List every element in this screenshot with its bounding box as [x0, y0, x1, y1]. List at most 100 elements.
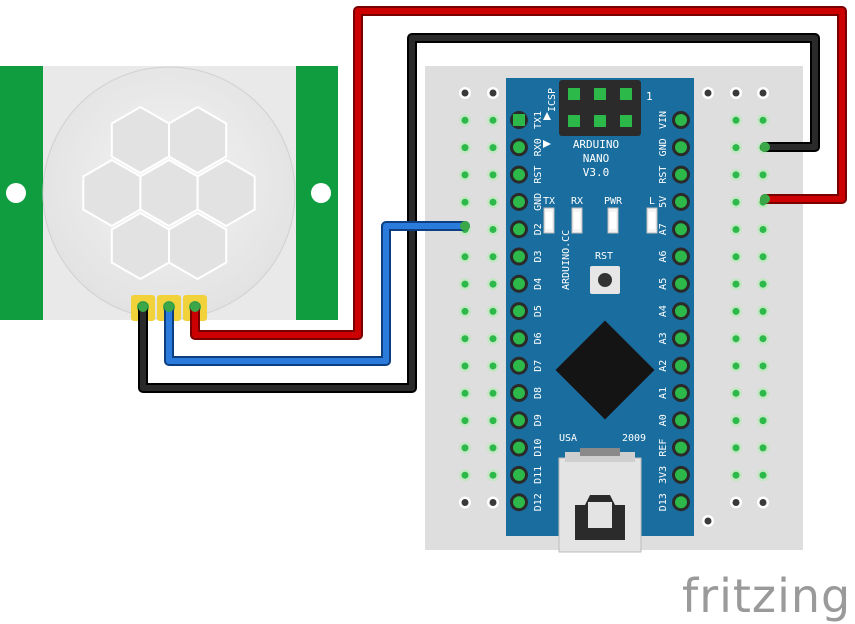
breadboard-hole-center	[489, 389, 497, 397]
breadboard-hole-center	[732, 389, 740, 397]
nano-pin-pad	[513, 496, 525, 509]
breadboard-hole-center	[759, 362, 767, 370]
mount-hole-right	[311, 183, 331, 203]
breadboard-hole-center	[759, 307, 767, 315]
breadboard-hole-center	[732, 226, 740, 233]
icsp-pin	[594, 88, 606, 100]
breadboard-hole-center	[759, 389, 767, 397]
breadboard-hole-center	[461, 444, 469, 452]
wire-vcc-red[interactable]	[192, 8, 845, 338]
led-label-l: L	[649, 196, 655, 207]
breadboard-hole-center	[489, 253, 497, 261]
breadboard-hole-center	[489, 226, 497, 233]
nano-pin-pad	[513, 195, 525, 208]
breadboard-holes	[459, 87, 769, 527]
breadboard-hole-center	[489, 307, 497, 315]
breadboard-hole-center	[461, 253, 469, 261]
breadboard-hole-center	[489, 144, 497, 152]
usb-contacts	[580, 448, 620, 456]
breadboard-hole-center	[461, 499, 469, 506]
led-lens	[574, 212, 580, 229]
breadboard-hole-center	[732, 116, 740, 124]
nano-pin-square	[513, 114, 525, 126]
breadboard-hole-center	[489, 444, 497, 452]
led-label-pwr: PWR	[604, 196, 623, 207]
nano-pin-pad	[675, 441, 687, 454]
pin-label-3v3: 3V3	[658, 466, 669, 484]
breadboard-hole-center	[489, 171, 497, 179]
breadboard-hole-center	[732, 417, 740, 425]
breadboard-hole-center	[461, 389, 469, 397]
breadboard-hole-center	[732, 171, 740, 179]
breadboard-hole-center	[461, 307, 469, 315]
nano-pin-pad	[675, 305, 687, 318]
nano-pin-pad	[675, 359, 687, 372]
breadboard-hole-center	[732, 253, 740, 261]
nano-pin-pad	[513, 168, 525, 181]
pin-label-rst: RST	[658, 166, 669, 184]
pin-label-a3: A3	[658, 332, 669, 344]
fresnel-lens	[82, 105, 256, 281]
pin-label-d3: D3	[533, 250, 544, 262]
nano-pin-pad	[675, 141, 687, 154]
fresnel-hexagon	[168, 211, 228, 281]
breadboard-hole-center	[461, 362, 469, 370]
nano-pin-pad	[675, 414, 687, 427]
nano-pin-pad	[675, 114, 687, 126]
led-lens	[649, 212, 655, 229]
wire-gnd-black[interactable]	[140, 35, 818, 391]
breadboard-hole-center	[461, 144, 469, 152]
breadboard-hole-center	[489, 335, 497, 343]
breadboard-hole-center	[732, 471, 740, 479]
breadboard-hole-center	[732, 144, 740, 152]
breadboard-hole-center	[489, 198, 497, 206]
mount-hole-left	[6, 183, 26, 203]
breadboard-hole-center	[759, 253, 767, 261]
led-lens	[610, 212, 616, 229]
pin-label-d8: D8	[533, 387, 544, 399]
origin-label: USA	[559, 433, 577, 444]
pin-label-d6: D6	[533, 332, 544, 344]
led-label-rx: RX	[571, 196, 583, 207]
pin-label-a0: A0	[658, 414, 669, 426]
nano-pin-pad	[513, 359, 525, 372]
board-version: V3.0	[583, 166, 610, 179]
icsp-pins	[568, 88, 632, 127]
pin-label-a2: A2	[658, 360, 669, 372]
breadboard-hole-center	[759, 171, 767, 179]
board-name-line1: ARDUINO	[573, 138, 619, 151]
year-label: 2009	[622, 433, 646, 444]
nano-pin-pad	[513, 387, 525, 399]
nano-pin-pad	[513, 223, 525, 236]
breadboard-hole-center	[489, 116, 497, 124]
icsp-pin	[620, 115, 632, 127]
pin-label-tx1: TX1	[533, 111, 544, 129]
breadboard-hole-center	[759, 89, 767, 97]
icsp-pin	[568, 88, 580, 100]
breadboard-hole-center	[759, 499, 767, 506]
nano-pin-pad	[675, 168, 687, 181]
pin-label-a7: A7	[658, 223, 669, 235]
rx-arrow-icon	[543, 140, 551, 148]
wire-end-dot	[460, 221, 470, 231]
breadboard-hole-center	[489, 417, 497, 425]
nano-pin-pad	[513, 468, 525, 481]
led-lens	[546, 212, 552, 229]
breadboard-hole-center	[461, 116, 469, 124]
pin-label-d13: D13	[658, 493, 669, 511]
rst-button-label: RST	[595, 251, 613, 262]
wire-signal-blue[interactable]	[166, 223, 468, 364]
nano-pin-pad	[513, 414, 525, 427]
breadboard-hole-center	[489, 280, 497, 288]
pin-label-5v: 5V	[658, 196, 669, 208]
breadboard-hole-center	[461, 171, 469, 179]
breadboard-hole-center	[732, 198, 740, 206]
site-label: ARDUINO.CC	[561, 230, 572, 290]
breadboard-hole-center	[489, 89, 497, 97]
pin-label-ref: REF	[658, 439, 669, 457]
nano-pin-pad	[675, 387, 687, 399]
breadboard-hole-center	[732, 307, 740, 315]
